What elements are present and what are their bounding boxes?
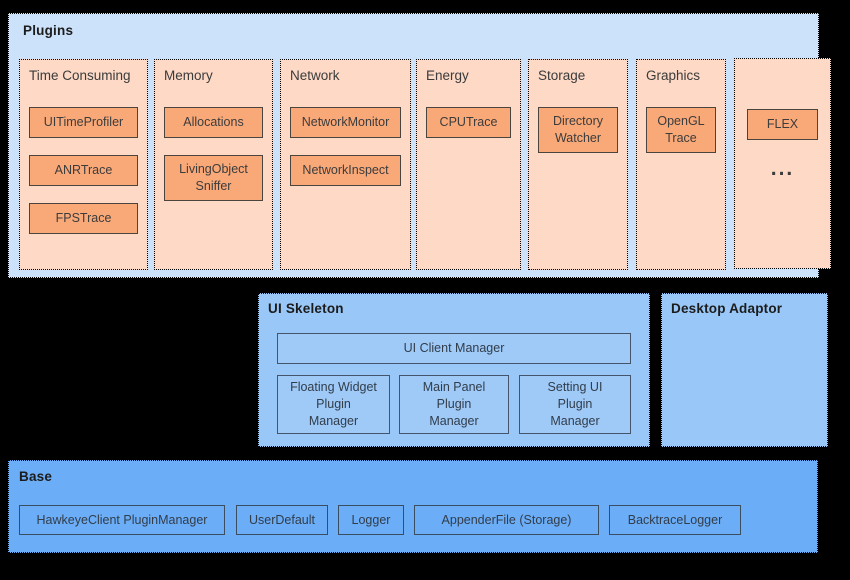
chip-label: NetworkMonitor: [301, 115, 390, 129]
column-title: Energy: [426, 68, 469, 83]
plugin-column-energy: Energy CPUTrace: [416, 59, 521, 270]
plugin-chip-fpstrace: FPSTrace: [29, 203, 138, 234]
plugin-column-time-consuming: Time Consuming UITimeProfiler ANRTrace F…: [19, 59, 148, 270]
main-panel-plugin-manager-box: Main Panel Plugin Manager: [399, 375, 509, 434]
box-label: Manager: [308, 414, 359, 428]
box-label: UI Client Manager: [403, 341, 505, 355]
box-label: Manager: [550, 414, 600, 428]
plugin-chip-opengl-trace: OpenGL Trace: [646, 107, 716, 153]
column-title: Network: [290, 68, 340, 83]
box-label: Plugin: [436, 397, 472, 411]
chip-label: FPSTrace: [55, 211, 112, 225]
box-label: BacktraceLogger: [627, 512, 723, 527]
plugin-column-storage: Storage Directory Watcher: [528, 59, 628, 270]
chip-label: NetworkInspect: [302, 163, 389, 177]
floating-widget-plugin-manager-box: Floating Widget Plugin Manager: [277, 375, 390, 434]
plugin-column-memory: Memory Allocations LivingObject Sniffer: [154, 59, 273, 270]
box-label: UserDefault: [249, 512, 315, 527]
box-label: Logger: [351, 512, 391, 527]
more-plugins-ellipsis: ...: [770, 157, 795, 180]
box-label: Floating Widget: [290, 380, 377, 394]
plugin-chip-directory-watcher: Directory Watcher: [538, 107, 618, 153]
appenderfile-storage-box: AppenderFile (Storage): [414, 505, 599, 535]
plugin-chip-flex: FLEX: [747, 109, 818, 140]
chip-label: CPUTrace: [439, 115, 498, 129]
box-label: Main Panel: [422, 380, 486, 394]
box-label: HawkeyeClient PluginManager: [36, 512, 208, 527]
box-label: Plugin: [316, 397, 351, 411]
hawkeyeclient-pluginmanager-box: HawkeyeClient PluginManager: [19, 505, 225, 535]
plugin-chip-uitimeprofiler: UITimeProfiler: [29, 107, 138, 138]
chip-label: UITimeProfiler: [43, 115, 124, 129]
plugin-chip-allocations: Allocations: [164, 107, 263, 138]
box-label: Setting UI: [547, 380, 603, 394]
logger-box: Logger: [338, 505, 404, 535]
chip-label: Sniffer: [195, 179, 232, 193]
plugin-chip-livingobject-sniffer: LivingObject Sniffer: [164, 155, 263, 201]
chip-label: Trace: [665, 131, 697, 145]
box-label: Manager: [429, 414, 479, 428]
column-title: Graphics: [646, 68, 701, 83]
column-title: Memory: [164, 68, 213, 83]
plugin-column-graphics: Graphics OpenGL Trace: [636, 59, 726, 270]
ui-skeleton-title: UI Skeleton: [268, 301, 344, 316]
userdefault-box: UserDefault: [236, 505, 328, 535]
base-title: Base: [19, 469, 53, 484]
chip-label: Watcher: [554, 131, 602, 145]
plugin-chip-cputrace: CPUTrace: [426, 107, 511, 138]
chip-label: LivingObject: [179, 162, 248, 176]
desktop-adaptor-container: Desktop Adaptor: [661, 293, 828, 447]
chip-label: Directory: [552, 114, 603, 128]
column-title: Storage: [538, 68, 586, 83]
setting-ui-plugin-manager-box: Setting UI Plugin Manager: [519, 375, 631, 434]
base-container: Base HawkeyeClient PluginManager UserDef…: [8, 460, 818, 553]
plugin-column-more: FLEX ...: [734, 58, 831, 269]
box-label: Plugin: [557, 397, 593, 411]
plugin-chip-anrtrace: ANRTrace: [29, 155, 138, 186]
desktop-adaptor-title: Desktop Adaptor: [671, 301, 783, 316]
chip-label: ANRTrace: [54, 163, 113, 177]
plugin-chip-networkmonitor: NetworkMonitor: [290, 107, 401, 138]
ui-skeleton-container: UI Skeleton UI Client Manager Floating W…: [258, 293, 650, 447]
chip-label: Allocations: [183, 115, 244, 129]
chip-label: FLEX: [766, 117, 799, 131]
plugin-column-network: Network NetworkMonitor NetworkInspect: [280, 59, 411, 270]
chip-label: OpenGL: [657, 114, 705, 128]
plugins-title: Plugins: [23, 23, 74, 38]
ui-client-manager-box: UI Client Manager: [277, 333, 631, 364]
column-title: Time Consuming: [29, 68, 131, 83]
plugin-chip-networkinspect: NetworkInspect: [290, 155, 401, 186]
box-label: AppenderFile (Storage): [441, 512, 572, 527]
plugins-container: Plugins Time Consuming UITimeProfiler AN…: [8, 13, 831, 278]
backtracelogger-box: BacktraceLogger: [609, 505, 741, 535]
